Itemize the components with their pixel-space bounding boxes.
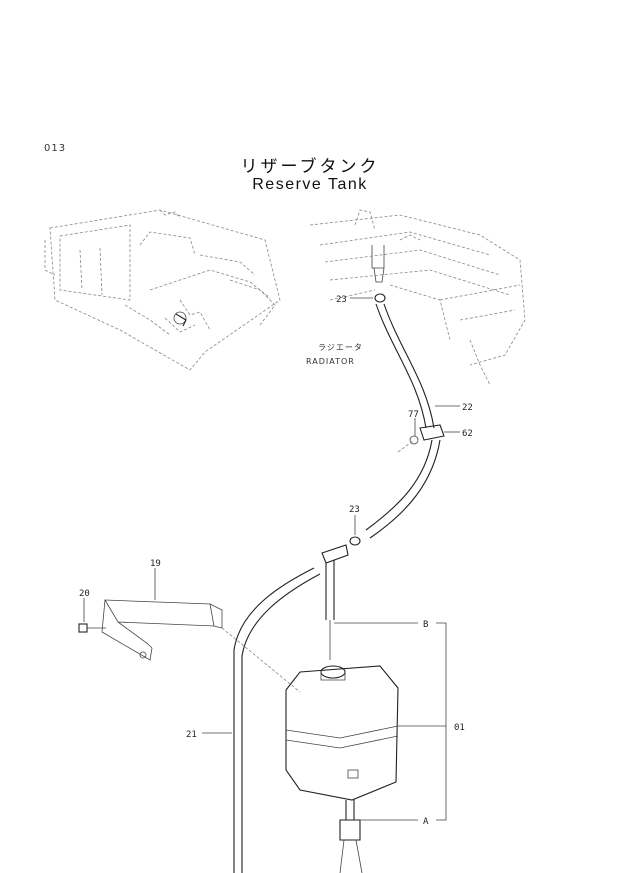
leader-lines <box>83 297 460 734</box>
callout-77: 77 <box>408 410 419 420</box>
callout-62: 62 <box>462 429 473 439</box>
callout-22: 22 <box>462 403 473 413</box>
bracket-19 <box>101 599 301 693</box>
callout-01: 01 <box>454 723 465 733</box>
hose-22 <box>375 303 435 429</box>
bolt-20 <box>78 623 106 633</box>
overflow-hose-21 <box>233 567 321 873</box>
radiator-label-en: RADIATOR <box>306 357 355 366</box>
title-japanese: リザーブタンク <box>240 157 380 177</box>
callout-A: A <box>423 817 429 827</box>
reserve-tank-01 <box>285 665 399 801</box>
dimension-lines <box>334 622 447 821</box>
t-joint <box>321 544 349 620</box>
callout-21: 21 <box>186 730 197 740</box>
callout-23-top: 23 <box>336 295 347 305</box>
callout-19: 19 <box>150 559 161 569</box>
title-english: Reserve Tank <box>252 176 368 193</box>
clamp-23-top <box>374 293 386 303</box>
machine-overview-sketch <box>44 209 281 371</box>
page-number: 013 <box>44 143 67 154</box>
connector-62 <box>397 424 445 453</box>
callout-23-middle: 23 <box>349 505 360 515</box>
middle-hose <box>365 439 441 539</box>
callout-B: B <box>423 620 428 630</box>
radiator-label-jp: ラジエータ <box>318 343 363 352</box>
callout-20: 20 <box>79 589 90 599</box>
clamp-23-middle <box>349 536 361 546</box>
radiator-sketch <box>309 209 526 386</box>
drain-fitting <box>339 800 363 873</box>
